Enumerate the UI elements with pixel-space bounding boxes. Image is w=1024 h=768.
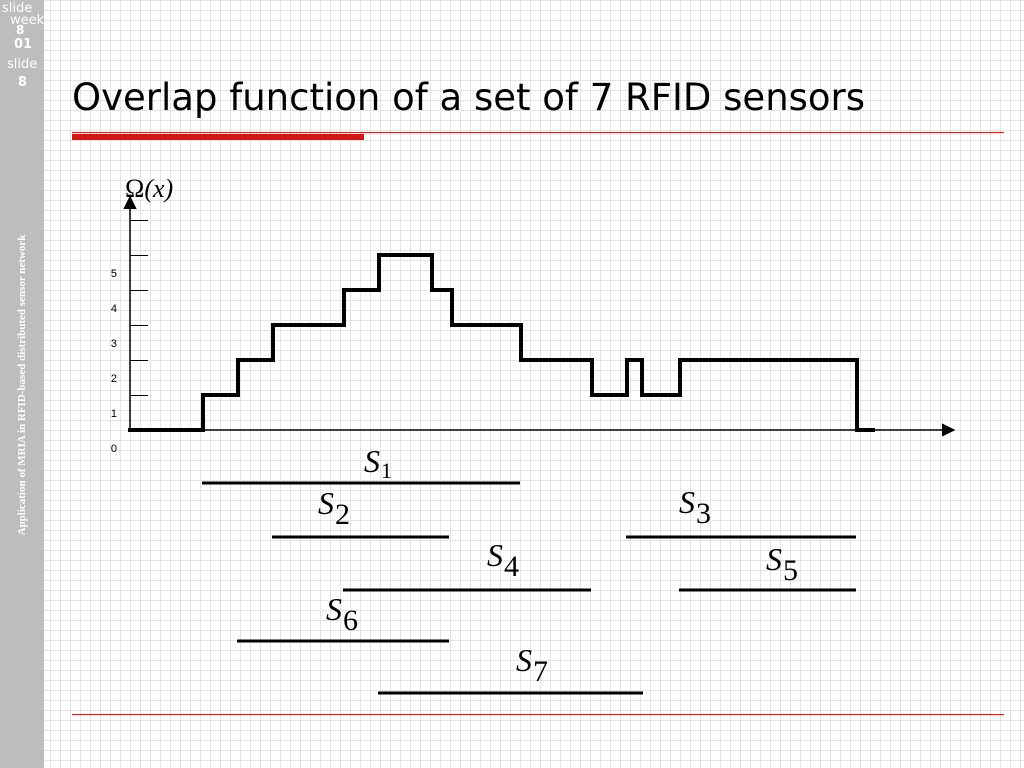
sidebar: slide week 8 01 slide 8 Application of M…: [0, 0, 44, 768]
y-tick-label: 0: [111, 443, 117, 455]
sensor-label: S3: [679, 484, 711, 530]
overlap-step-curve: [128, 253, 875, 432]
title-divider: [72, 132, 1004, 133]
y-tick-labels: 0 1 2 3 4 5: [111, 268, 117, 455]
y-tick-label: 1: [111, 408, 117, 420]
sensor-label: S5: [766, 541, 798, 587]
sensor-label: S2: [318, 485, 350, 531]
week-number: 01: [14, 37, 33, 52]
y-tick-marks: [130, 220, 148, 396]
y-tick-label: 5: [111, 268, 117, 280]
slide-label-b: slide: [7, 57, 38, 72]
y-tick-label: 4: [111, 303, 117, 315]
footer-divider: [72, 714, 1004, 715]
y-tick-label: 3: [111, 338, 117, 350]
sensor-label: S7: [516, 642, 548, 688]
slide-label-a: slide: [2, 1, 33, 16]
slide-number: 8: [18, 75, 28, 90]
sensor-label: S4: [487, 537, 519, 583]
digit-a: 8: [16, 23, 25, 37]
sensor-label: S6: [326, 591, 358, 637]
week-label: week: [10, 13, 45, 28]
sensor-label: S1: [364, 443, 392, 483]
y-tick-label: 2: [111, 373, 117, 385]
page-title: Overlap function of a set of 7 RFID sens…: [72, 76, 866, 119]
y-axis-label: Ω(x): [125, 174, 173, 203]
title-accent-bar: [72, 134, 364, 140]
